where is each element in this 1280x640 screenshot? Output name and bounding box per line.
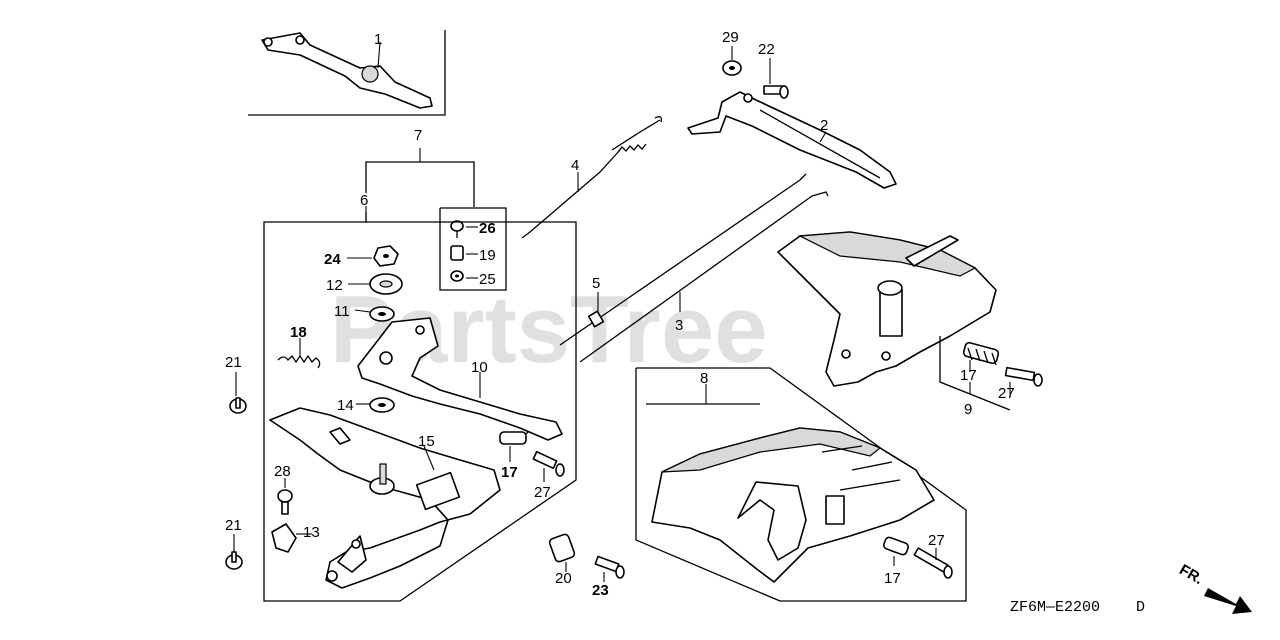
callout-27-c: 27	[928, 532, 945, 549]
callout-27-a: 27	[534, 484, 551, 501]
part-22-bolt	[763, 85, 789, 99]
group-7-bracket	[365, 161, 475, 207]
callout-10: 10	[471, 359, 488, 376]
callout-17-b: 17	[960, 367, 977, 384]
part-1-lever	[248, 30, 446, 116]
callout-17-c: 17	[884, 570, 901, 587]
callout-26: 26	[479, 220, 496, 237]
callout-13: 13	[303, 524, 320, 541]
callout-8: 8	[700, 370, 708, 387]
part-18-spring	[277, 354, 321, 369]
part-5-clip	[587, 310, 605, 328]
part-27-bolt-c	[913, 547, 953, 579]
group-6-frame	[263, 212, 577, 602]
diagram-code: ZF6M—E2200	[1010, 599, 1100, 616]
callout-23: 23	[592, 582, 609, 599]
callout-29: 29	[722, 29, 739, 46]
part-17-spring-c	[882, 536, 910, 556]
part-24-nut	[373, 245, 399, 267]
callout-5: 5	[592, 275, 600, 292]
part-29-nut	[722, 60, 742, 76]
callout-19: 19	[479, 247, 496, 264]
part-9-assembly	[777, 231, 997, 387]
callout-25: 25	[479, 271, 496, 288]
hardware-box	[439, 207, 507, 291]
direction-label: FR.	[1176, 561, 1205, 588]
part-21-bolt-a	[229, 397, 247, 414]
callout-11: 11	[334, 303, 350, 320]
part-12-spring-washer	[369, 273, 403, 295]
callout-17-a: 17	[501, 464, 518, 481]
callout-9: 9	[964, 401, 972, 418]
callout-22: 22	[758, 41, 775, 58]
part-15-base-plate	[269, 407, 501, 589]
group-8-frame	[635, 367, 967, 602]
part-27-bolt-b	[1004, 366, 1043, 387]
callout-15: 15	[418, 433, 435, 450]
part-2-lever	[687, 91, 897, 189]
callout-3: 3	[675, 317, 683, 334]
callout-27-b: 27	[998, 385, 1015, 402]
callout-2: 2	[820, 117, 828, 134]
diagram-suffix: D	[1136, 599, 1145, 616]
part-14-washer	[369, 397, 395, 413]
callout-18: 18	[290, 324, 307, 341]
part-26-screw	[450, 220, 464, 238]
part-4-spring	[521, 116, 663, 239]
callout-1: 1	[374, 31, 382, 48]
callout-21-b: 21	[225, 517, 242, 534]
part-17-spring-b	[962, 341, 1000, 366]
direction-indicator: FR.	[1176, 561, 1252, 614]
callout-14: 14	[337, 397, 354, 414]
callout-20: 20	[555, 570, 572, 587]
arrow-down-right-icon	[1204, 588, 1252, 614]
part-10-control-arm	[357, 317, 563, 441]
part-25-washer	[450, 270, 464, 282]
part-21-bolt-b	[225, 551, 243, 570]
part-28-screw	[277, 489, 293, 515]
part-20-bushing	[548, 533, 576, 563]
part-23-bolt	[594, 555, 625, 579]
part-11-washer	[369, 306, 395, 322]
callout-4: 4	[571, 157, 579, 174]
callout-24: 24	[324, 251, 341, 268]
callout-12: 12	[326, 277, 343, 294]
callout-28: 28	[274, 463, 291, 480]
part-27-bolt-a	[532, 450, 565, 477]
part-19-collar	[450, 245, 464, 261]
callout-21-a: 21	[225, 354, 242, 371]
part-8-cover	[651, 427, 935, 583]
callout-6: 6	[360, 192, 368, 209]
part-13-clip	[271, 523, 297, 553]
callout-7: 7	[414, 127, 422, 144]
part-17-spring-a	[499, 431, 529, 445]
